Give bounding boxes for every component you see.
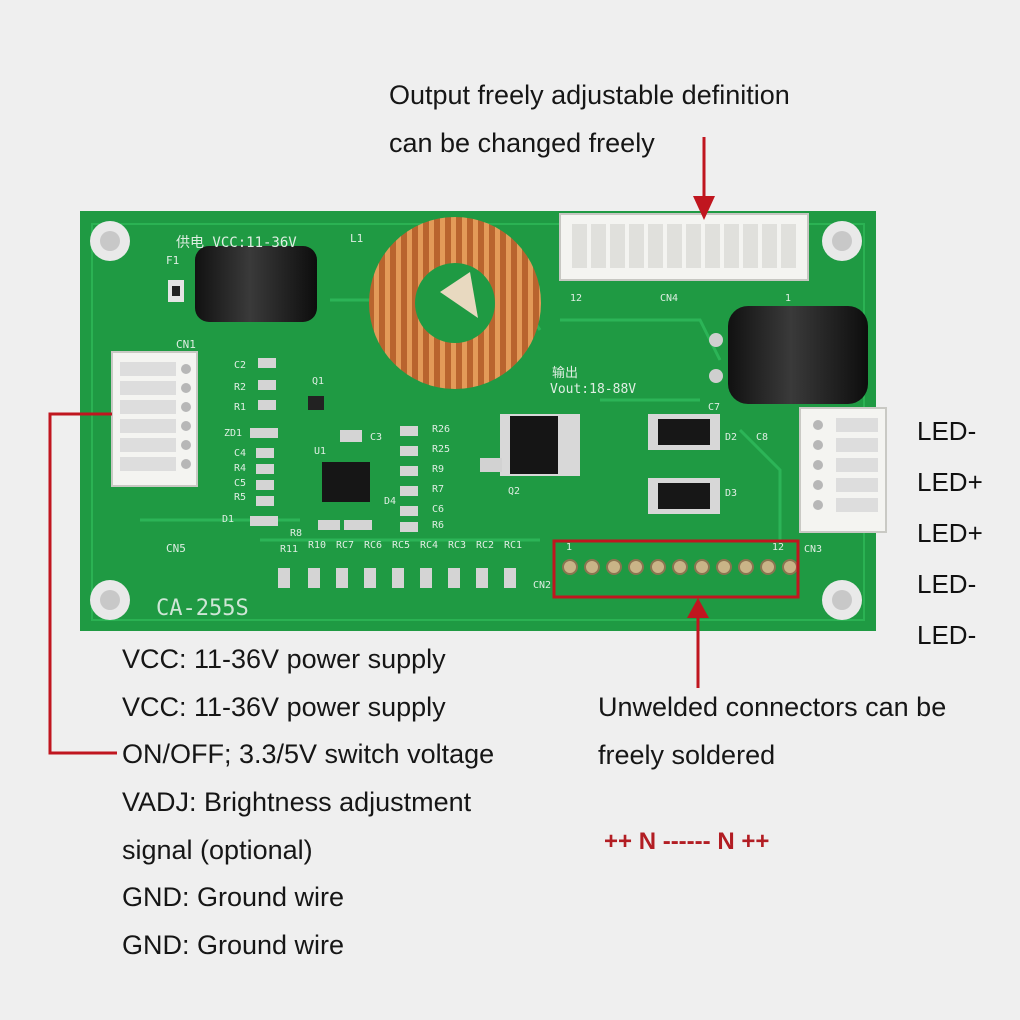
silk-q1: Q1 <box>312 376 325 387</box>
silk-d2: D2 <box>725 432 738 443</box>
cn2-highlight-box <box>552 539 800 599</box>
silk-r1: R1 <box>234 402 247 413</box>
led-label-4: LED- <box>917 569 977 599</box>
cn2-pinout: ++ N ------ N ++ <box>604 828 770 855</box>
led-label-3: LED+ <box>917 518 983 548</box>
silk-rc4: RC4 <box>420 540 439 551</box>
silk-rc1: RC1 <box>504 540 523 551</box>
pin-desc-onoff: ON/OFF; 3.3/5V switch voltage <box>122 739 495 769</box>
pin-desc-vcc-2: VCC: 11-36V power supply <box>122 692 446 722</box>
silk-r26: R26 <box>432 424 451 435</box>
silk-cn2-pin12: 12 <box>772 542 785 553</box>
pin-desc-vadj-cont: signal (optional) <box>122 835 313 865</box>
silk-r10: R10 <box>308 540 327 551</box>
silk-c3: C3 <box>370 432 383 443</box>
silk-cn2-pin1: 1 <box>566 542 573 553</box>
silk-output: 输出 <box>552 366 579 381</box>
silk-cn1: CN1 <box>176 338 196 351</box>
silk-c8: C8 <box>756 432 769 443</box>
mounting-holes <box>90 221 862 620</box>
silk-u1: U1 <box>314 446 327 457</box>
pin-desc-gnd-1: GND: Ground wire <box>122 882 345 912</box>
silk-r5: R5 <box>234 492 247 503</box>
silk-r9: R9 <box>432 464 445 475</box>
unwelded-note-line2: freely soldered <box>598 740 776 770</box>
silk-c7: C7 <box>708 402 721 413</box>
led-label-1: LED- <box>917 416 977 446</box>
silk-vout: Vout:18-88V <box>550 382 637 397</box>
silk-d1: D1 <box>222 514 235 525</box>
silk-r6: R6 <box>432 520 445 531</box>
silk-q2: Q2 <box>508 486 521 497</box>
silk-cn3: CN3 <box>804 544 823 555</box>
silk-c2: C2 <box>234 360 247 371</box>
silk-cn4-pin12: 12 <box>570 293 583 304</box>
silk-cn4-pin1: 1 <box>785 293 792 304</box>
board-model: CA-255S <box>156 596 249 621</box>
silk-l1: L1 <box>350 232 364 245</box>
silk-vcc: 供电 VCC:11-36V <box>176 235 297 251</box>
silk-r8: R8 <box>290 528 303 539</box>
silk-c6: C6 <box>432 504 445 515</box>
unwelded-note-line1: Unwelded connectors can be <box>598 692 947 722</box>
silk-d3: D3 <box>725 488 738 499</box>
led-label-2: LED+ <box>917 467 983 497</box>
silk-r25: R25 <box>432 444 451 455</box>
silk-d4: D4 <box>384 496 397 507</box>
pin-desc-vadj: VADJ: Brightness adjustment <box>122 787 472 817</box>
top-annotation-line1: Output freely adjustable definition <box>389 80 790 110</box>
silk-rc5: RC5 <box>392 540 411 551</box>
silk-rc3: RC3 <box>448 540 467 551</box>
pin-desc-gnd-2: GND: Ground wire <box>122 930 345 960</box>
silk-cn4: CN4 <box>660 293 679 304</box>
silk-rc6: RC6 <box>364 540 383 551</box>
silk-cn2: CN2 <box>533 580 552 591</box>
output-capacitor <box>728 306 868 404</box>
silk-c5: C5 <box>234 478 247 489</box>
led-label-5: LED- <box>917 620 977 650</box>
silk-rc7: RC7 <box>336 540 355 551</box>
pin-desc-vcc-1: VCC: 11-36V power supply <box>122 644 446 674</box>
annotation-arrows <box>48 137 715 755</box>
ic-u1 <box>322 462 370 502</box>
input-capacitor <box>195 246 317 322</box>
silk-rc2: RC2 <box>476 540 495 551</box>
silk-zd1: ZD1 <box>224 428 243 439</box>
silk-r11: R11 <box>280 544 299 555</box>
silk-r2: R2 <box>234 382 247 393</box>
top-annotation-line2: can be changed freely <box>389 128 655 158</box>
silk-c4: C4 <box>234 448 247 459</box>
silk-f1: F1 <box>166 254 180 267</box>
silk-cn5: CN5 <box>166 542 186 555</box>
silk-r7: R7 <box>432 484 445 495</box>
silk-r4: R4 <box>234 463 247 474</box>
